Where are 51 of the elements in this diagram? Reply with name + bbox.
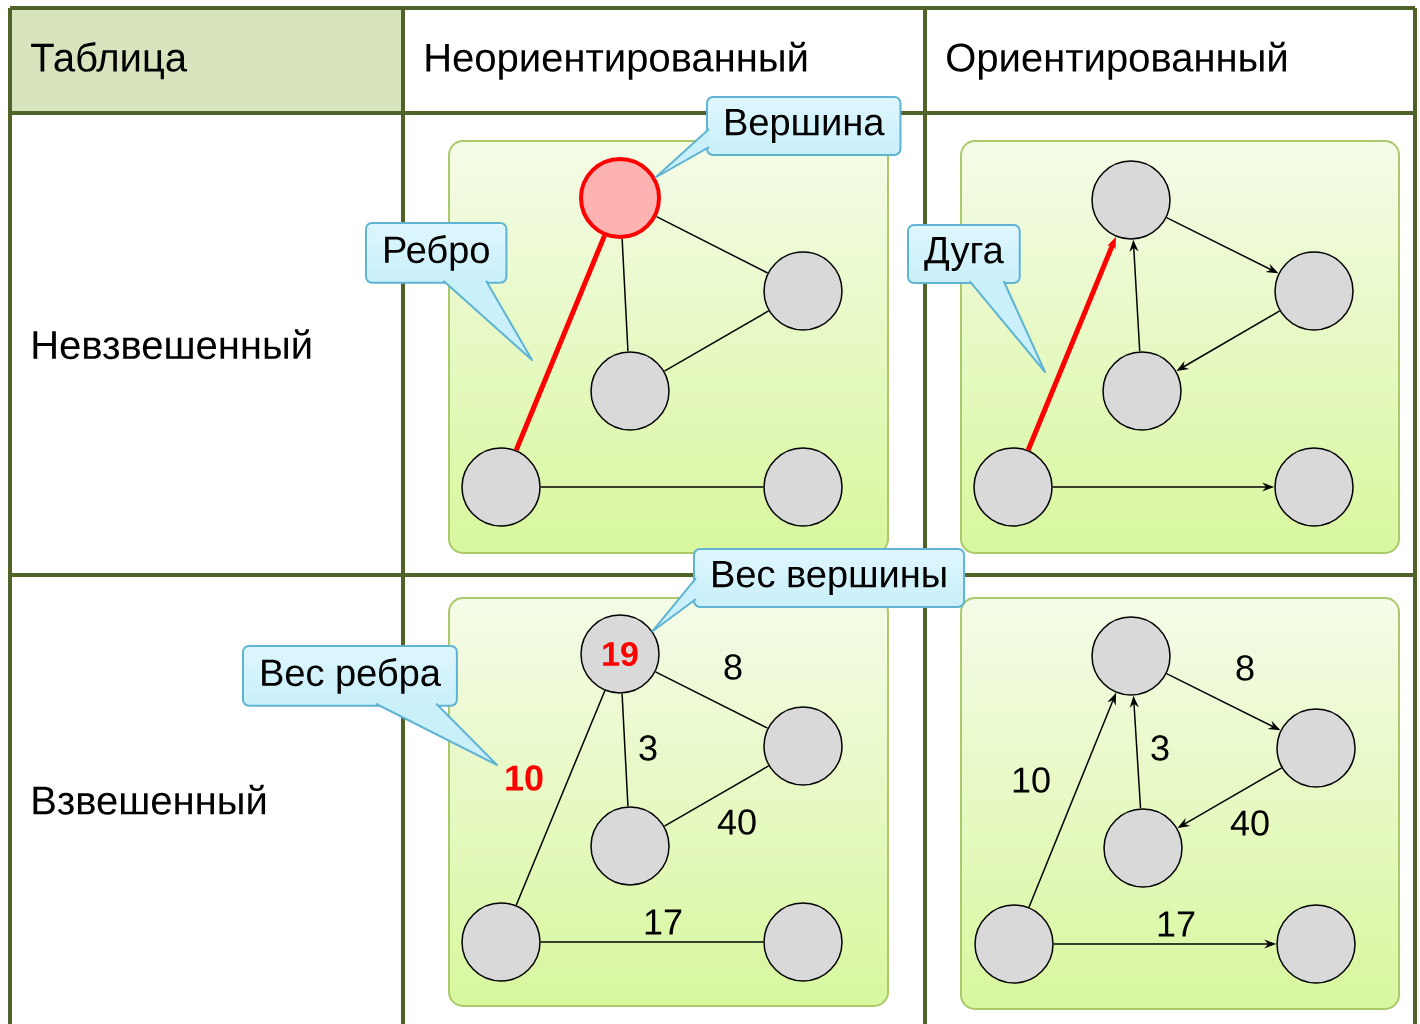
- edge-line: [621, 692, 629, 808]
- callout-box: Вершина: [706, 96, 902, 157]
- vertex-circle: [461, 447, 541, 527]
- highlighted-vertex: [579, 157, 661, 239]
- callout-box: Ребро: [365, 222, 533, 361]
- table-cell: Таблица: [10, 8, 404, 114]
- table-cell: Взвешенный: [33, 784, 266, 815]
- vertex-circle: [1274, 251, 1354, 331]
- edge-label: 17: [645, 909, 682, 935]
- vertex-circle: [763, 251, 843, 331]
- vertex-circle: [1276, 708, 1356, 788]
- vertex-circle: [1102, 351, 1182, 431]
- vertex-circle: [763, 447, 843, 527]
- edge-line: [513, 234, 607, 452]
- edge-label: 10: [1013, 767, 1050, 793]
- edge-label: 40: [717, 809, 756, 835]
- edge-line: [621, 238, 629, 353]
- vertex-circle: [974, 904, 1054, 984]
- vertex-circle: [461, 902, 541, 982]
- vertex-circle: [1274, 447, 1354, 527]
- edge-label: 17: [1158, 911, 1195, 937]
- edge-line: [654, 671, 769, 729]
- vertex-circle: [1103, 808, 1183, 888]
- callout-tail: [651, 577, 697, 633]
- vertex-circle: [1276, 904, 1356, 984]
- edge-line: [540, 941, 764, 943]
- edge-label: 8: [724, 654, 742, 680]
- edge-line: [663, 765, 770, 827]
- vertex-circle: [763, 902, 843, 982]
- edge-label: 8: [1236, 655, 1254, 681]
- callout-box: Вес вершины: [693, 548, 966, 609]
- table-cell: Невзвешенный: [33, 329, 311, 360]
- callout-box: Дуга: [907, 224, 1046, 373]
- vertex-circle: [1091, 616, 1171, 696]
- callout-tail: [654, 128, 710, 179]
- edge-line: [540, 486, 764, 488]
- vertex-circle: [973, 447, 1053, 527]
- table-cell: Неориентированный: [426, 41, 807, 80]
- edge-label: 10: [506, 765, 543, 791]
- callout-box: Вес ребра: [242, 645, 498, 766]
- edge-line: [655, 215, 769, 274]
- edge-line: [515, 690, 606, 906]
- vertex-circle: [1091, 160, 1171, 240]
- vertex-circle: [590, 806, 670, 886]
- edge-label: 3: [639, 735, 657, 761]
- table-cell: Ориентированный: [947, 41, 1286, 80]
- vertex-circle: [763, 706, 843, 786]
- edge-label: 40: [1230, 810, 1269, 836]
- vertex-circle: [590, 351, 670, 431]
- edge-label: 3: [1151, 735, 1169, 761]
- edge-line: [663, 310, 770, 372]
